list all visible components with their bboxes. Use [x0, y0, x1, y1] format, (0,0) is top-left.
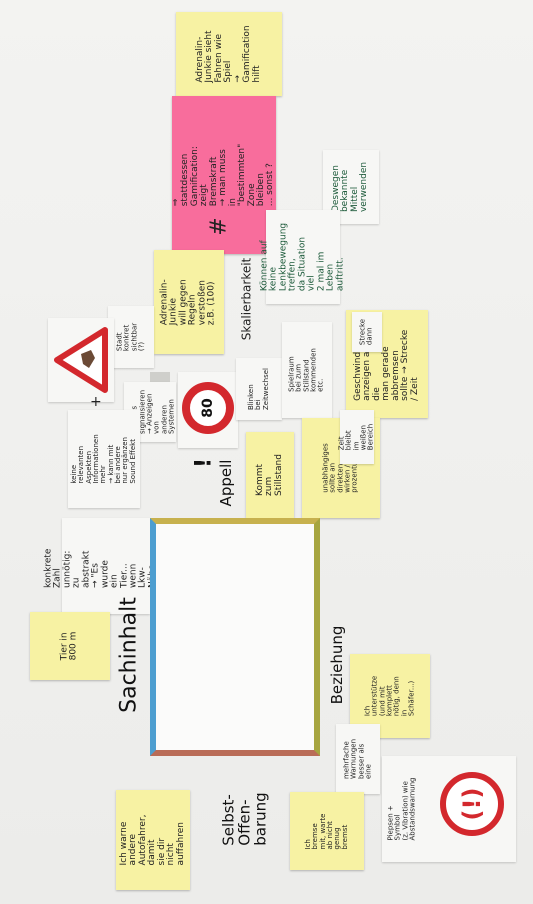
sticky-adrenalin-gamification: Adrenalin- Junkie sieht Fahren wie Spiel… — [176, 12, 282, 96]
sticky-text: Kommt zum Stillstand — [254, 454, 284, 496]
note-text: mehrfache Warnungen besser als eine — [342, 738, 373, 780]
note-blinken: Blinken bei Zeitwechsel — [236, 358, 282, 420]
hash-symbol: # — [206, 217, 232, 236]
four-sides-model-frame — [150, 518, 320, 756]
sticky-gamification-pink: ⇒ stattdessen Gamification: zeigt Bremsk… — [172, 96, 276, 254]
note-keine-relevanten: keine relevanten Aspekten Informationen … — [68, 410, 140, 508]
note-skalierbarkeit: Können auf keine Lenkbewegung treffen, d… — [260, 210, 345, 304]
note-text: Blinken bei Zeitwechsel — [246, 367, 270, 411]
note-text: Stadt konkret sichtbar (?) — [115, 322, 146, 352]
piepsen-text: Piepsen + Symbol (z. Vibration) wie Abst… — [386, 777, 417, 841]
sticky-text: Adrenalin- Junkie sieht Fahren wie Spiel… — [194, 25, 262, 83]
sticky-stillstand: Kommt zum Stillstand — [246, 432, 294, 518]
speed-limit-sign: 80 — [178, 372, 238, 448]
note-zeit: Zeit bleibt im weißen Bereich — [338, 410, 375, 464]
sticky-text: Ich warne andere Autofahrer, damit sie d… — [118, 814, 186, 866]
note-strecke: Strecke dann — [352, 312, 382, 352]
note-mehrfache-warnungen: mehrfache Warnungen besser als eine — [336, 724, 380, 794]
warning-triangle-icon — [54, 327, 108, 393]
note-text: keine relevanten Aspekten Informationen … — [69, 434, 137, 484]
sticky-text: Ich bremse mit, warte ab nicht genug bre… — [303, 813, 349, 850]
sticky-ich-bremse: Ich bremse mit, warte ab nicht genug bre… — [290, 792, 364, 870]
sticky-text: Tier in 800 m — [59, 631, 79, 661]
speed-value: 80 — [200, 398, 216, 418]
label-sachinhalt: Sachinhalt — [116, 597, 142, 713]
note-text: Deswegen bekannte Mittel verwenden — [331, 161, 370, 213]
label-appell: Appell — [217, 459, 236, 507]
note-stadt: Stadt konkret sichtbar (?) — [108, 306, 154, 368]
label-selbstoffenbarung: Selbst- Offen- barung — [219, 792, 269, 846]
deer-warning-sign — [48, 318, 114, 402]
sticky-adrenalin-regeln: Adrenalin-Junkie will gegen Regeln verst… — [154, 250, 224, 354]
note-text: Können auf keine Lenkbewegung treffen, d… — [259, 222, 346, 292]
sticky-text: Ich unterstütze (und mit komplett nötig,… — [363, 675, 416, 717]
sticky-text: Adrenalin-Junkie will gegen Regeln verst… — [159, 279, 217, 326]
note-konkrete-zahl: konkrete Zahl unnötig: zu abstrakt → "Es… — [44, 518, 167, 614]
note-piepsen-symbol: Piepsen + Symbol (z. Vibration) wie Abst… — [382, 756, 516, 862]
label-skalierbarkeit: Skalierbarkeit — [239, 257, 254, 341]
note-spielraum: Spielraum bei zum Stillstand kommenden e… — [282, 322, 332, 418]
sticky-text: ⇒ stattdessen Gamification: zeigt Bremsk… — [172, 143, 276, 207]
sticky-tier-800m: Tier in 800 m — [30, 612, 110, 680]
note-text: Spielraum bei zum Stillstand kommenden e… — [287, 348, 326, 392]
speed-limit-circle: 80 — [182, 382, 234, 434]
brake-warning-icon: (!) — [440, 772, 504, 836]
sticky-ich-warne: Ich warne andere Autofahrer, damit sie d… — [116, 790, 190, 890]
plus-sign: + — [90, 394, 102, 410]
brake-warning-symbol: (!) — [458, 787, 486, 821]
